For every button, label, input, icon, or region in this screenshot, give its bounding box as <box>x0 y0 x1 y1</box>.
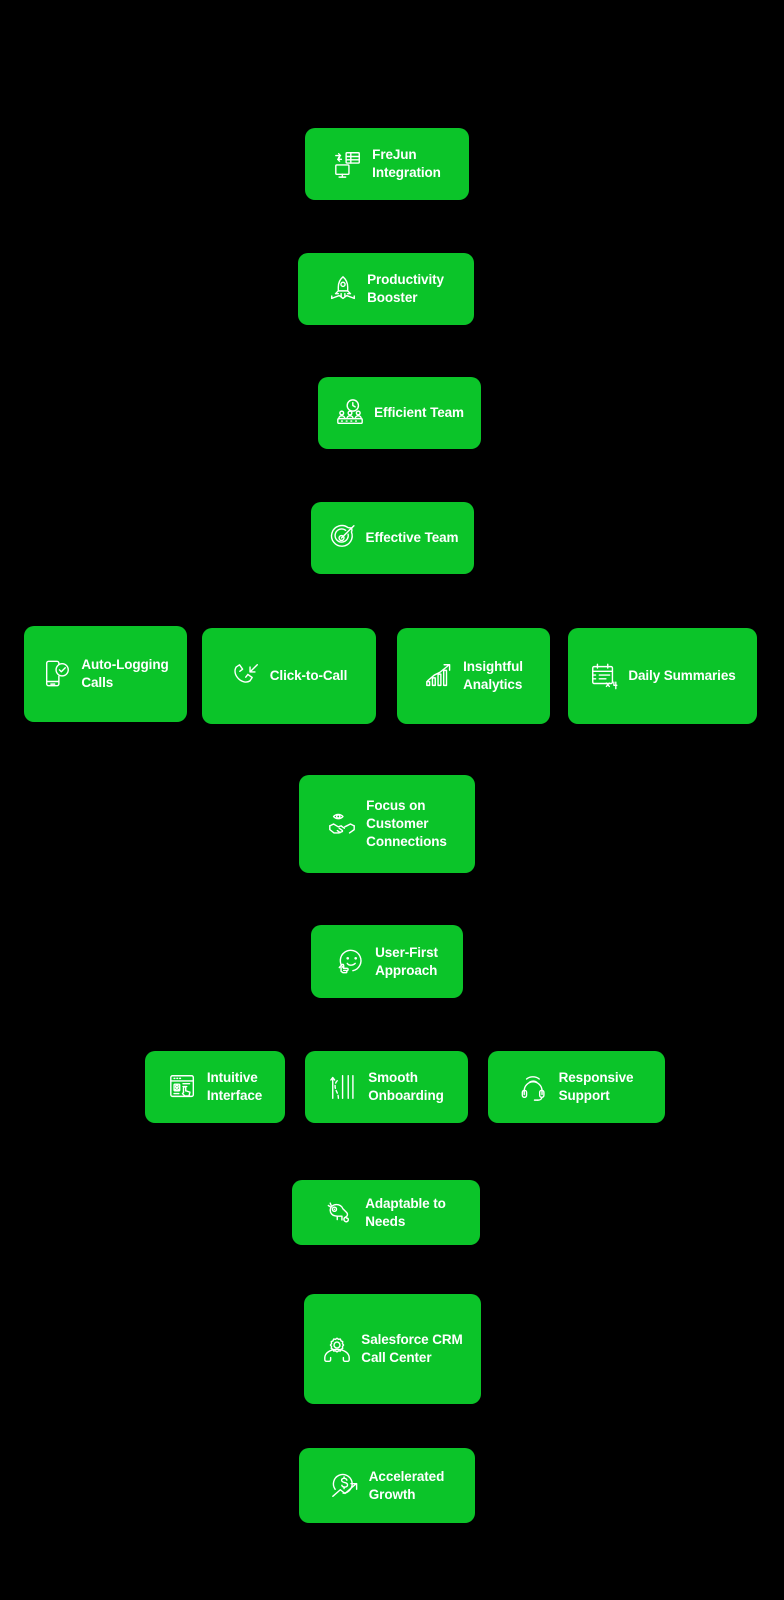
headset-signal-icon <box>520 1072 550 1102</box>
node-label: Intuitive Interface <box>206 1070 263 1103</box>
node-label: FreJun Integration <box>372 147 441 180</box>
node-label: Responsive Support <box>558 1070 634 1103</box>
node-responsive-support[interactable]: Responsive Support <box>488 1051 665 1123</box>
target-dart-icon <box>327 523 357 553</box>
node-label: Effective Team <box>365 530 459 546</box>
node-label: Adaptable to Needs <box>365 1195 446 1229</box>
screen-table-sync-icon <box>333 149 363 179</box>
node-adaptable-to-needs[interactable]: Adaptable to Needs <box>292 1180 480 1245</box>
node-label: Focus on Customer Connections <box>366 798 447 849</box>
node-label: Accelerated Growth <box>368 1468 445 1502</box>
node-smooth-onboarding[interactable]: Smooth Onboarding <box>305 1051 468 1123</box>
node-label: Auto-Logging Calls <box>81 657 169 690</box>
node-label: Productivity Booster <box>367 272 444 305</box>
phone-check-icon <box>42 659 72 689</box>
gear-phone-icon <box>322 1334 352 1364</box>
node-accelerated-growth[interactable]: Accelerated Growth <box>299 1448 475 1523</box>
node-label: Salesforce CRM Call Center <box>361 1332 463 1365</box>
phone-arrow-icon <box>231 661 261 691</box>
calendar-x4-icon <box>589 661 619 691</box>
node-label: Smooth Onboarding <box>368 1070 444 1103</box>
node-label: Insightful Analytics <box>463 659 523 692</box>
node-insightful-analytics[interactable]: Insightful Analytics <box>397 628 550 724</box>
chameleon-icon <box>326 1198 356 1228</box>
rocket-growth-icon <box>328 274 358 304</box>
browser-profile-click-icon <box>168 1072 198 1102</box>
clock-team-conveyor-icon <box>335 398 365 428</box>
node-efficient-team[interactable]: Efficient Team <box>318 377 481 449</box>
eye-handshake-icon <box>327 809 357 839</box>
node-user-first-approach[interactable]: User-First Approach <box>311 925 463 998</box>
node-salesforce-crm-call-center[interactable]: Salesforce CRM Call Center <box>304 1294 481 1404</box>
node-label: Daily Summaries <box>628 668 736 684</box>
dollar-growth-icon <box>330 1471 360 1501</box>
node-intuitive-interface[interactable]: Intuitive Interface <box>145 1051 285 1123</box>
node-frejun-integration[interactable]: FreJun Integration <box>305 128 469 200</box>
node-productivity-booster[interactable]: Productivity Booster <box>298 253 474 325</box>
smile-thumbs-up-icon <box>336 947 366 977</box>
node-effective-team[interactable]: Effective Team <box>311 502 474 574</box>
road-path-icon <box>329 1072 359 1102</box>
node-auto-logging-calls[interactable]: Auto-Logging Calls <box>24 626 187 722</box>
node-daily-summaries[interactable]: Daily Summaries <box>568 628 757 724</box>
node-label: User-First Approach <box>375 944 438 978</box>
node-focus-customer-connections[interactable]: Focus on Customer Connections <box>299 775 475 873</box>
bar-chart-trend-icon <box>424 661 454 691</box>
node-click-to-call[interactable]: Click-to-Call <box>202 628 376 724</box>
node-label: Click-to-Call <box>269 668 348 684</box>
node-label: Efficient Team <box>374 405 464 421</box>
